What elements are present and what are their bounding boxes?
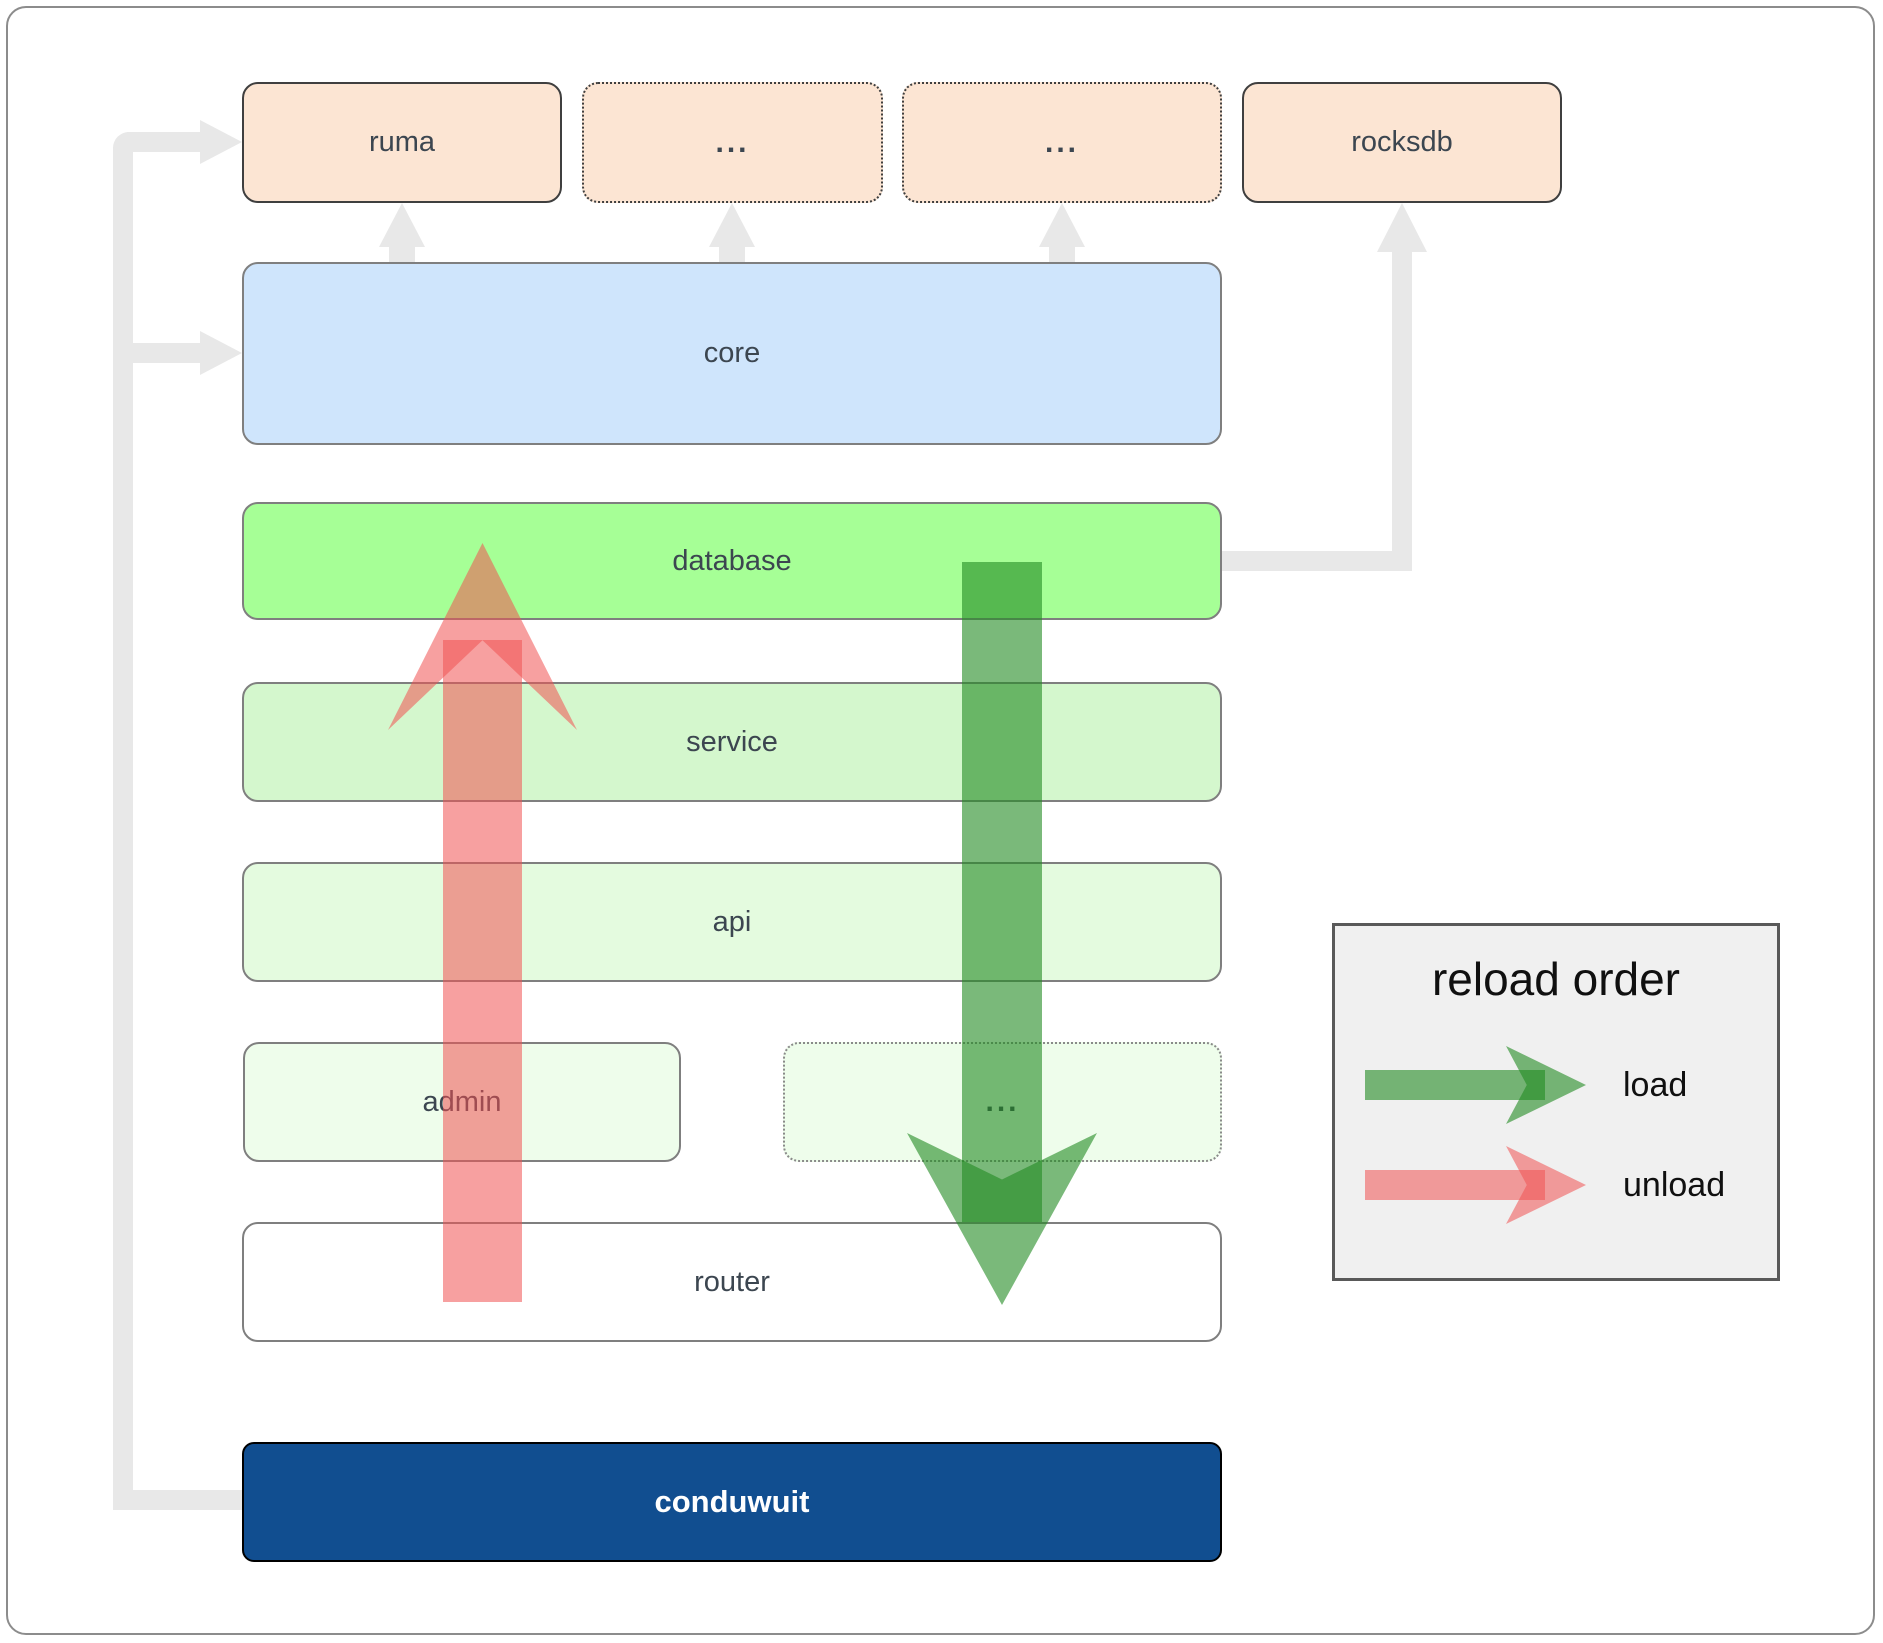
trunk-vertical-line (113, 132, 133, 1510)
node-database-label: database (672, 544, 792, 577)
node-router-label: router (694, 1265, 770, 1298)
node-dependency-other-1: ... (582, 82, 883, 203)
node-dependency-other-1-label: ... (715, 125, 750, 159)
node-api: api (242, 862, 1222, 982)
legend-unload-label: unload (1623, 1166, 1726, 1204)
node-core-label: core (703, 337, 761, 369)
node-ruma: ruma (242, 82, 562, 203)
node-service: service (242, 682, 1222, 802)
legend-load-arrow-shaft (1365, 1070, 1545, 1100)
legend-load-label: load (1623, 1066, 1688, 1104)
core-to-ruma-shaft (389, 246, 415, 263)
trunk-to-ruma-shaft (127, 132, 202, 152)
core-to-dep1-shaft (719, 246, 745, 263)
trunk-to-core-shaft (133, 343, 202, 363)
unload-arrow-shaft (443, 640, 522, 1302)
node-rocksdb-label: rocksdb (1351, 126, 1453, 158)
node-core: core (242, 262, 1222, 445)
legend: reload order load unload (1332, 923, 1780, 1281)
node-conduwuit: conduwuit (242, 1442, 1222, 1562)
legend-unload-arrow-shaft (1365, 1170, 1545, 1200)
database-to-rocksdb-vline (1392, 250, 1412, 571)
database-to-rocksdb-hline (1222, 551, 1402, 571)
node-conduwuit-label: conduwuit (654, 1484, 810, 1519)
node-dependency-other-2-label: ... (1044, 125, 1079, 159)
node-api-label: api (712, 905, 752, 938)
node-ruma-label: ruma (368, 126, 436, 158)
node-database: database (242, 502, 1222, 620)
legend-title: reload order (1431, 953, 1681, 1005)
load-arrow-shaft (962, 562, 1042, 1222)
node-rocksdb: rocksdb (1242, 82, 1562, 203)
node-router: router (242, 1222, 1222, 1342)
node-dependency-other-2: ... (902, 82, 1222, 203)
conduwuit-to-trunk-line (113, 1490, 242, 1510)
page-border (6, 6, 1875, 1635)
core-to-dep2-shaft (1049, 246, 1075, 263)
node-service-label: service (686, 725, 778, 758)
